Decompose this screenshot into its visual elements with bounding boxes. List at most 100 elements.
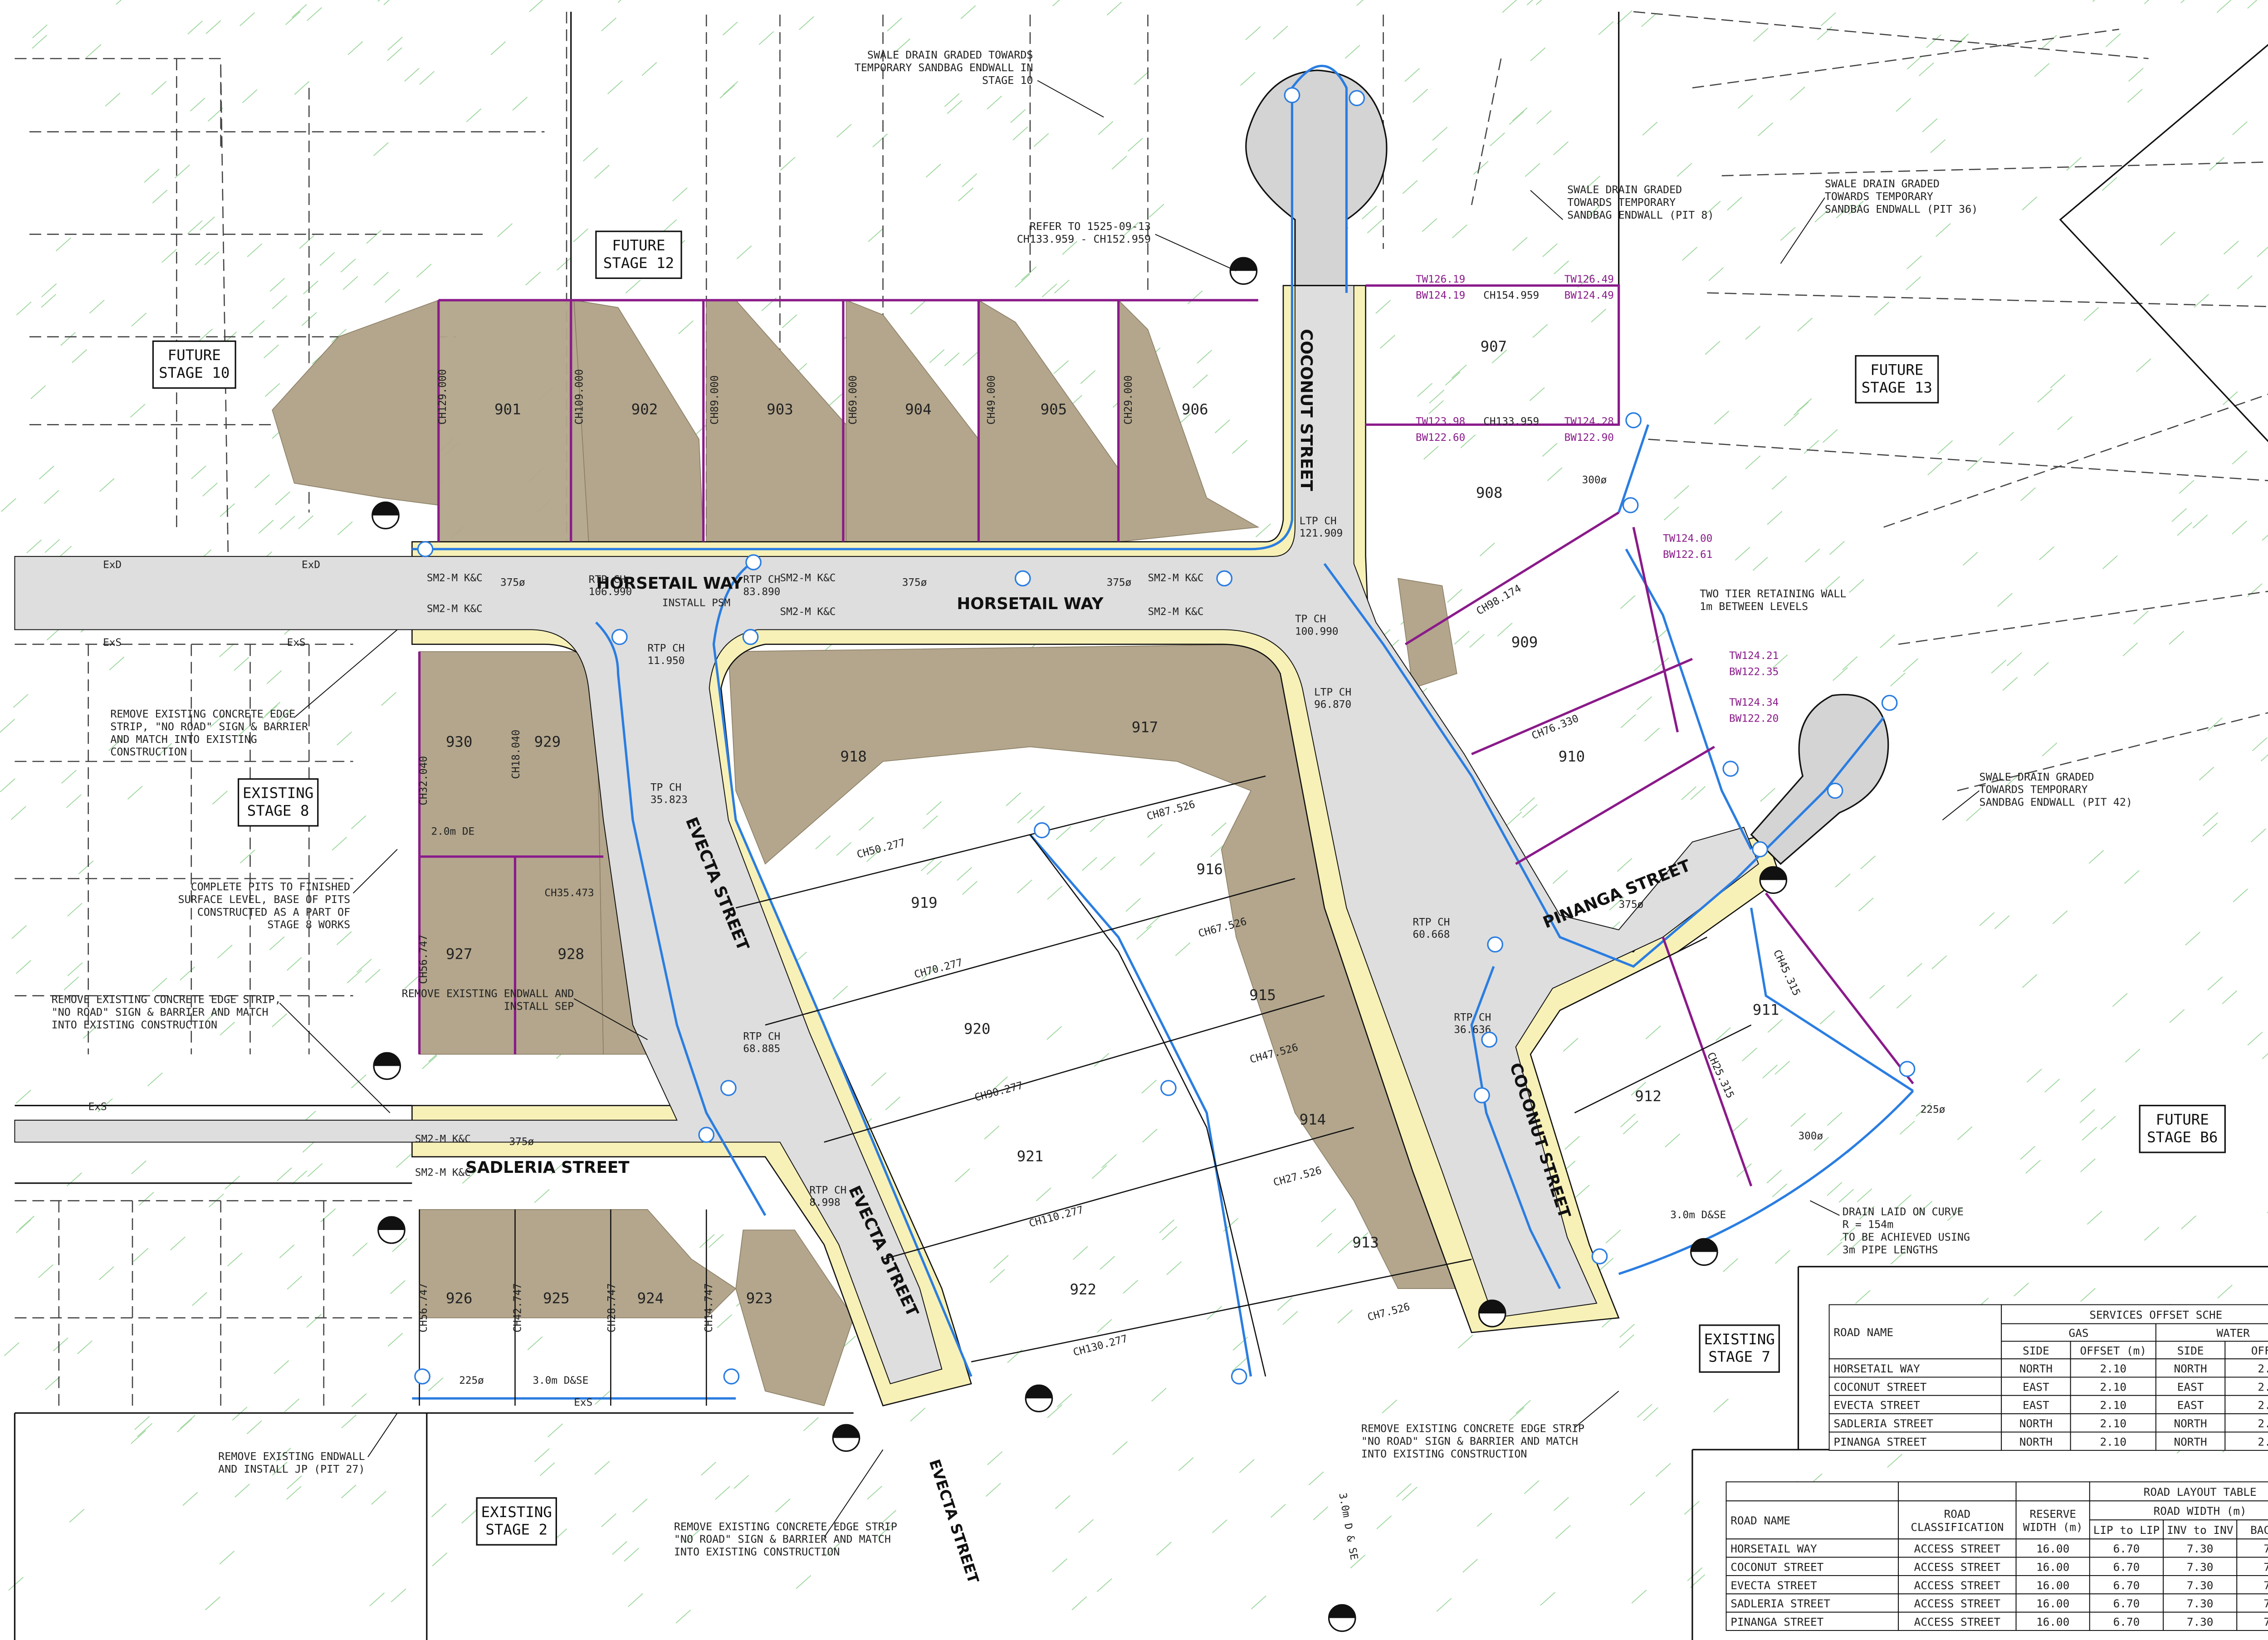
bw-124-49: BW124.49	[1564, 290, 1614, 302]
retaining-walls	[418, 284, 1914, 1187]
survey-marker-half	[372, 502, 399, 516]
pit-marker	[1284, 87, 1300, 103]
table-cell-text: PINANGA STREET	[1833, 1435, 1926, 1448]
table-cell-text: NORTH	[2019, 1435, 2053, 1448]
lot-number-916: 916	[1196, 861, 1223, 878]
table-cell	[1725, 1611, 1899, 1631]
table-cell	[2163, 1593, 2238, 1613]
table-cell-text: 2.6	[2258, 1399, 2268, 1412]
lot-number-929: 929	[534, 733, 561, 751]
table-cell-text: ROAD NAME	[1730, 1514, 1790, 1527]
bw-122-61: BW122.61	[1663, 549, 1712, 561]
table-cell-text: 2.10	[2100, 1380, 2126, 1393]
pit-marker	[414, 1368, 430, 1385]
lot-number-917: 917	[1132, 718, 1158, 736]
table-cell-text: 2.6	[2258, 1435, 2268, 1448]
table-cell	[2224, 1413, 2268, 1433]
table-cell	[2224, 1358, 2268, 1378]
table-cell-text: EAST	[2023, 1380, 2049, 1393]
drain-3m-912: 3.0m D&SE	[1670, 1209, 1726, 1221]
pit-marker	[1622, 497, 1639, 513]
table-cell-text: 16.00	[2036, 1616, 2069, 1629]
table-cell-text: SERVICES OFFSET SCHE	[2089, 1308, 2222, 1321]
table-cell-text: 6.70	[2113, 1579, 2140, 1592]
lot-number-918: 918	[840, 748, 867, 765]
pit-marker	[611, 629, 628, 645]
lot-number-914: 914	[1300, 1111, 1326, 1128]
sm2-horsetail-east: SM2-M K&C	[1148, 572, 1204, 584]
lot-number-907: 907	[1481, 338, 1507, 355]
pipe-375-sadleria: 375ø	[509, 1136, 534, 1148]
cadastral-boundaries	[14, 11, 2268, 1640]
pit-marker	[1827, 782, 1843, 799]
exs-stage2: ExS	[574, 1396, 592, 1408]
sm2-sadleria: SM2-M K&C	[415, 1133, 471, 1145]
wall-levels: TW126.19 BW124.19 TW126.49 BW124.49 TW12…	[1416, 273, 1779, 725]
table-cell	[2089, 1538, 2164, 1558]
ch-919: CH50.277	[855, 837, 906, 861]
survey-marker-half	[1760, 867, 1787, 880]
table-cell-text: INV to INV	[2167, 1523, 2233, 1537]
ch-929: CH18.040	[510, 730, 522, 779]
pit-marker	[1349, 90, 1365, 107]
table-cell	[1898, 1593, 2017, 1613]
lot-number-921: 921	[1017, 1147, 1044, 1165]
lot-number-923: 923	[746, 1290, 773, 1307]
table-cell-text: 7.30	[2187, 1561, 2214, 1574]
survey-marker-half	[1026, 1385, 1052, 1399]
table-cell-text: NORTH	[2019, 1417, 2053, 1430]
pit-marker	[1034, 822, 1050, 839]
table-cell-text: 2.10	[2100, 1435, 2126, 1448]
ch-922: CH110.277	[1028, 1204, 1085, 1230]
stormwater-pits	[414, 87, 1916, 1385]
road-pavement	[14, 285, 1760, 1385]
table-cell-text: ACCESS STREET	[1914, 1561, 2001, 1574]
new-lot-boundaries	[419, 775, 1752, 1406]
survey-marker-half	[1479, 1300, 1505, 1314]
pipe-225-stage2: 225ø	[459, 1375, 484, 1386]
exs-sadleria: ExS	[88, 1101, 107, 1113]
ch-924: CH28.747	[606, 1283, 618, 1332]
drain-2m-930: 2.0m DE	[431, 825, 475, 837]
pit-marker	[698, 1127, 715, 1143]
table-cell	[2155, 1431, 2226, 1451]
table-cell-text: 16.00	[2036, 1542, 2069, 1555]
pit-marker	[1216, 570, 1233, 587]
table-cell-text: ACCESS STREET	[1914, 1616, 2001, 1629]
pit-marker	[1231, 1368, 1247, 1385]
table-cell	[2015, 1611, 2090, 1631]
lot-number-901: 901	[494, 401, 521, 418]
note-remove-edge-4: REMOVE EXISTING CONCRETE EDGE STRIP"NO R…	[1361, 1423, 1584, 1460]
table-cell	[1725, 1557, 1899, 1576]
pit-marker	[1014, 570, 1031, 587]
table-cell-text: 2.6	[2258, 1380, 2268, 1393]
sm2-horsetail-west-2: SM2-M K&C	[427, 603, 483, 615]
tw-124-00: TW124.00	[1663, 533, 1712, 545]
table-cell	[2001, 1431, 2071, 1451]
sm2-horsetail-mid-2: SM2-M K&C	[780, 606, 836, 618]
road-name-horsetail-1: HORSETAIL WAY	[596, 574, 743, 593]
table-cell-text: 7.9	[2263, 1597, 2268, 1610]
ch-917: CH87.526	[1145, 799, 1196, 823]
table-cell-text: 7.9	[2263, 1542, 2268, 1555]
exd-west-2: ExD	[302, 559, 320, 571]
sm2-horsetail-mid: SM2-M K&C	[780, 572, 836, 584]
table-cell	[2155, 1395, 2226, 1415]
pipe-375-pinanga: 375ø	[1619, 899, 1644, 911]
lot-number-912: 912	[1635, 1088, 1662, 1105]
